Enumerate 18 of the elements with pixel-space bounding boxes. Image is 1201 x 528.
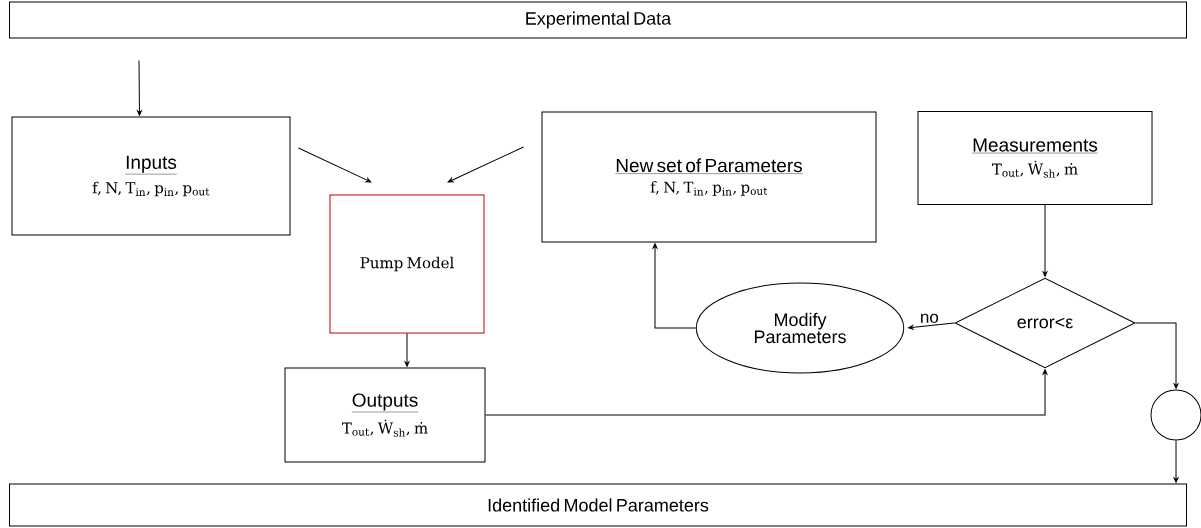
arrow [137,60,142,116]
process-box: Measurements T$_{out}$, Ẇ$_{sh}$, ṁ [917,111,1153,205]
arrow [1135,322,1179,389]
edge-label: no [918,312,940,324]
banner-box: Experimental Data [9,1,1187,39]
arrow [652,243,697,329]
arrow [447,146,524,183]
arrow [485,369,1048,416]
arrow [298,147,372,183]
arrow [1042,204,1048,277]
arrow [1173,440,1179,483]
process-box: Pump Model [329,194,485,334]
arrow [404,333,410,367]
process-box: New set of Parameters f, N, T$_{in}$, p$_{in}$, p$_{out}$ [541,111,877,243]
process-box: Outputs T$_{out}$, Ẇ$_{sh}$, ṁ [284,367,486,463]
banner-box: Identified Model Parameters [9,483,1187,527]
process-box: Inputs f, N, T$_{in}$, p$_{in}$, p$_{out}$ [11,116,291,236]
arrow [908,322,955,330]
